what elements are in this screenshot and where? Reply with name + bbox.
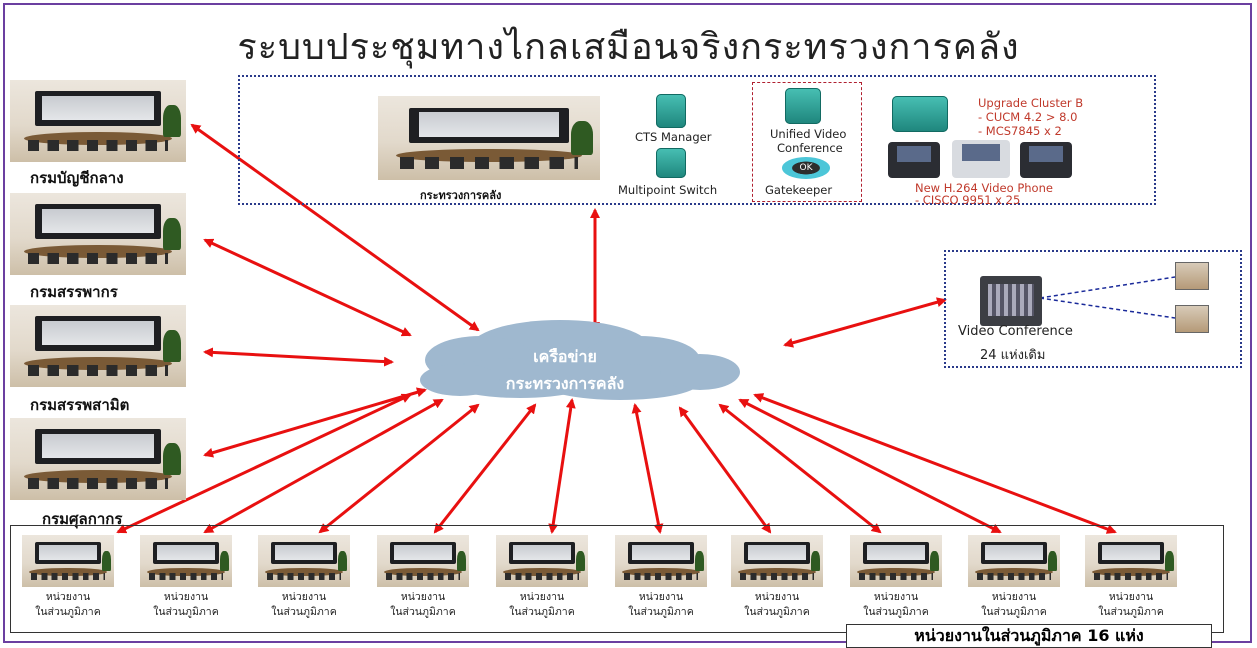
- upgrade-line3: - MCS7845 x 2: [978, 124, 1062, 138]
- upgrade-line2: - CUCM 4.2 > 8.0: [978, 110, 1078, 124]
- network-cloud-icon: [420, 320, 740, 400]
- connection-arrow: [203, 387, 427, 458]
- multipoint-switch-label: Multipoint Switch: [618, 183, 718, 197]
- regional-units-box: [10, 525, 1224, 633]
- regional-unit-label-line1: หน่วยงาน: [400, 591, 446, 603]
- server-icon: [892, 96, 948, 132]
- regional-unit-label-line1: หน่วยงาน: [991, 591, 1037, 603]
- video-conference-endpoint-icon: [1175, 262, 1209, 290]
- switch-device-icon: [656, 148, 686, 178]
- video-conference-unit-icon: [980, 276, 1042, 326]
- regional-room-photo: [731, 535, 823, 587]
- regional-room-photo: [22, 535, 114, 587]
- server-icon: [656, 94, 686, 128]
- connection-arrow: [753, 393, 1117, 534]
- connection-arrow: [433, 403, 537, 534]
- hq-equipment-box: [238, 75, 1156, 205]
- regional-unit-label-line1: หน่วยงาน: [1108, 591, 1154, 603]
- regional-unit-label-line2: ในส่วนภูมิภาค: [271, 606, 337, 618]
- dept-label: กรมสรรพสามิต: [30, 396, 130, 414]
- regional-unit-label-line1: หน่วยงาน: [754, 591, 800, 603]
- regional-box-title: หน่วยงานในส่วนภูมิภาค 16 แห่ง: [846, 624, 1212, 648]
- connection-arrow: [203, 238, 412, 337]
- legacy-vc-box: [944, 250, 1242, 368]
- regional-unit-label-line2: ในส่วนภูมิภาค: [35, 606, 101, 618]
- regional-room-photo: [496, 535, 588, 587]
- regional-unit-label-line1: หน่วยงาน: [281, 591, 327, 603]
- dept-label: กรมสรรพากร: [30, 283, 118, 301]
- regional-unit-label-line1: หน่วยงาน: [45, 591, 91, 603]
- legacy-vc-label-line1: Video Conference: [958, 324, 1073, 339]
- regional-unit-label-line2: ในส่วนภูมิภาค: [153, 606, 219, 618]
- regional-unit-label-line1: หน่วยงาน: [873, 591, 919, 603]
- regional-unit-label-line2: ในส่วนภูมิภาค: [744, 606, 810, 618]
- regional-unit-label-line2: ในส่วนภูมิภาค: [509, 606, 575, 618]
- cts-manager-label: CTS Manager: [635, 130, 712, 144]
- regional-unit-label-line2: ในส่วนภูมิภาค: [628, 606, 694, 618]
- connection-arrow: [203, 347, 394, 367]
- connection-arrow: [783, 297, 947, 348]
- switch-device-icon: [785, 88, 821, 124]
- legacy-vc-label-line2: 24 แห่งเดิม: [980, 348, 1046, 363]
- connection-arrow: [738, 398, 1002, 534]
- conference-room-photo: [10, 305, 186, 387]
- connection-arrow: [678, 406, 772, 534]
- video-phone-line2: - CISCO 9951 x 25: [915, 193, 1021, 207]
- regional-unit-label-line1: หน่วยงาน: [519, 591, 565, 603]
- dept-label: กรมศุลกากร: [42, 510, 123, 528]
- upgrade-line1: Upgrade Cluster B: [978, 96, 1084, 110]
- regional-room-photo: [968, 535, 1060, 587]
- dept-label: กรมบัญชีกลาง: [30, 169, 124, 187]
- connection-arrow: [548, 398, 576, 534]
- regional-unit-label-line2: ในส่วนภูมิภาค: [390, 606, 456, 618]
- regional-unit-label-line2: ในส่วนภูมิภาค: [981, 606, 1047, 618]
- regional-room-photo: [258, 535, 350, 587]
- ip-phone-icon: [1020, 142, 1072, 178]
- regional-unit-label-line1: หน่วยงาน: [638, 591, 684, 603]
- unified-video-label-line1: Unified Video: [770, 127, 847, 141]
- video-phone-line1: New H.264 Video Phone: [915, 181, 1053, 195]
- regional-room-photo: [1085, 535, 1177, 587]
- hq-room-label: กระทรวงการคลัง: [420, 189, 502, 202]
- gatekeeper-label: Gatekeeper: [765, 183, 833, 197]
- gatekeeper-icon: OK: [782, 157, 830, 179]
- regional-unit-label-line1: หน่วยงาน: [163, 591, 209, 603]
- cloud-label-line2: กระทรวงการคลัง: [505, 374, 625, 393]
- unified-video-label-line2: Conference: [777, 141, 843, 155]
- regional-room-photo: [140, 535, 232, 587]
- conference-room-photo: [10, 80, 186, 162]
- page-title: ระบบประชุมทางไกลเสมือนจริงกระทรวงการคลัง: [237, 27, 1020, 68]
- connection-arrow: [718, 403, 882, 534]
- regional-room-photo: [850, 535, 942, 587]
- cloud-label-line1: เครือข่าย: [533, 347, 597, 366]
- regional-unit-label-line2: ในส่วนภูมิภาค: [863, 606, 929, 618]
- connection-arrow: [631, 403, 664, 534]
- ip-phone-icon: [952, 140, 1010, 178]
- conference-room-photo: [10, 193, 186, 275]
- gatekeeper-group-box: [752, 82, 862, 202]
- regional-room-photo: [377, 535, 469, 587]
- conference-room-photo: [10, 418, 186, 500]
- regional-room-photo: [615, 535, 707, 587]
- video-conference-endpoint-icon: [1175, 305, 1209, 333]
- regional-unit-label-line2: ในส่วนภูมิภาค: [1098, 606, 1164, 618]
- ip-phone-icon: [888, 142, 940, 178]
- conference-room-photo: [378, 96, 600, 180]
